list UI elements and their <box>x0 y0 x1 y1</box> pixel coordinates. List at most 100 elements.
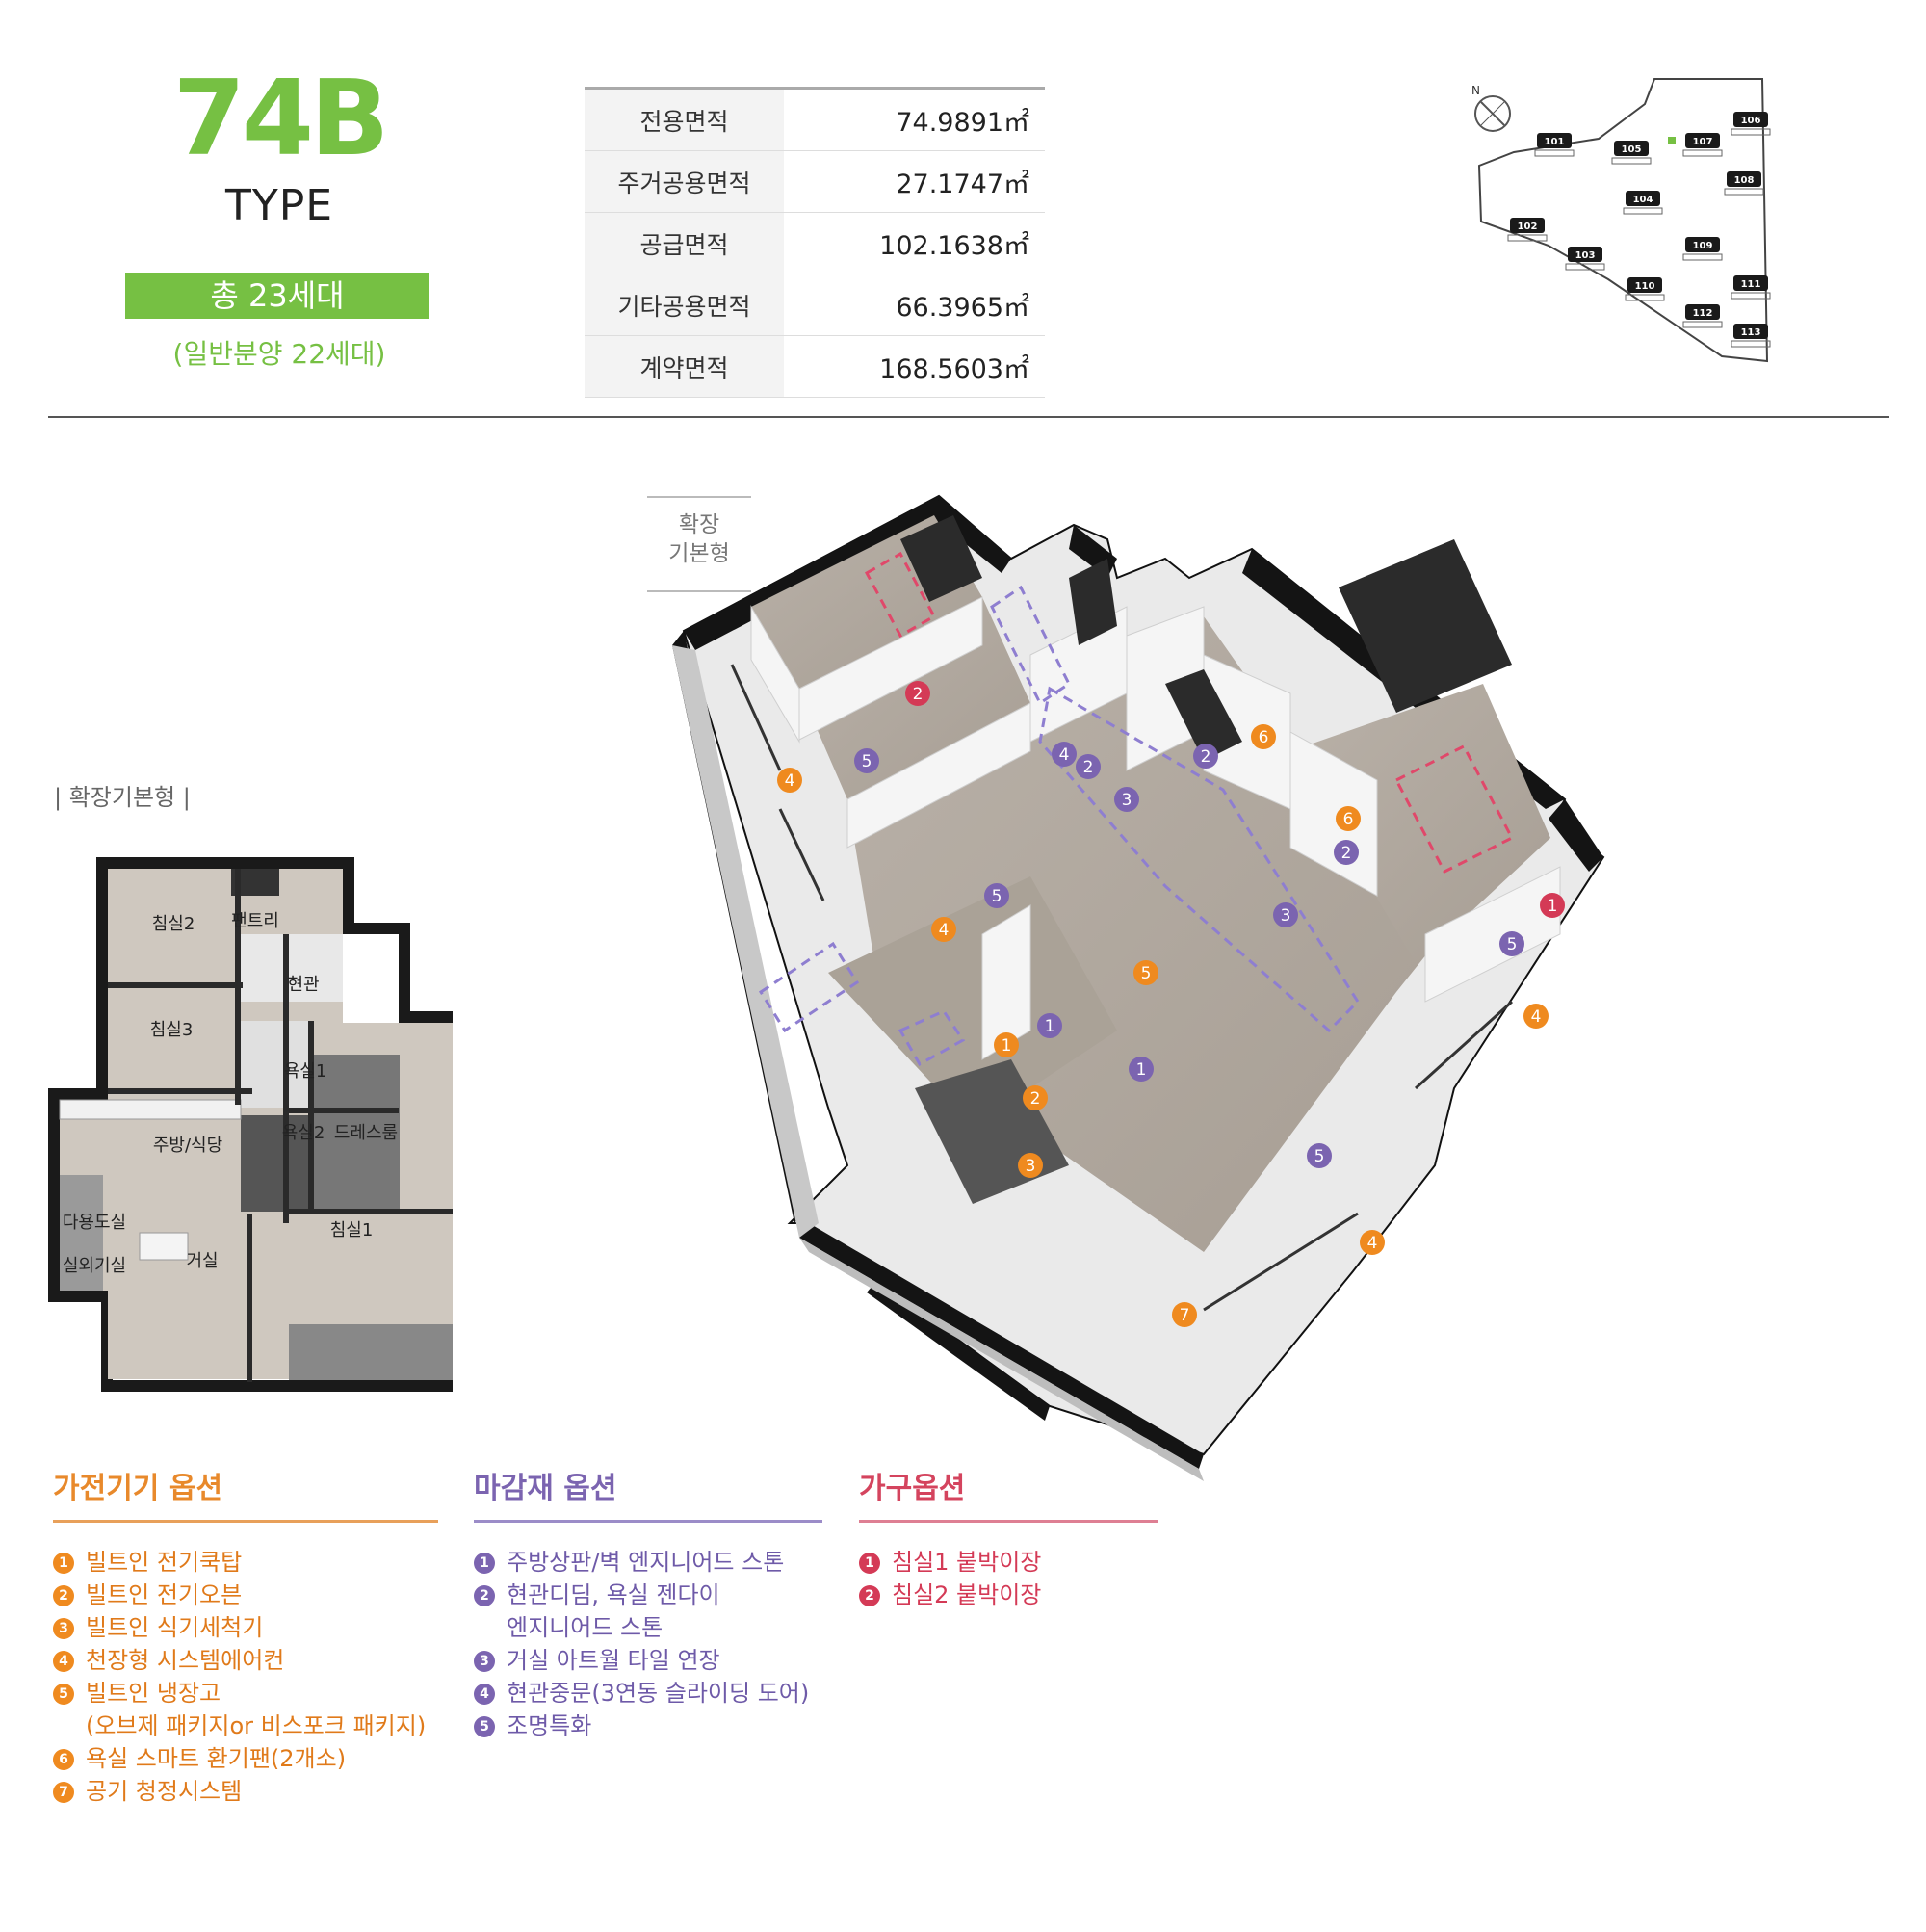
option-marker-number: 3 <box>1122 791 1132 810</box>
room-label: 침실3 <box>150 1020 194 1040</box>
site-building: 101 <box>1534 133 1575 157</box>
option-marker-number: 5 <box>992 887 1002 906</box>
room-label: 욕실1 <box>284 1061 327 1082</box>
site-building: 102 <box>1507 218 1548 242</box>
option-marker-number: 3 <box>1281 906 1291 926</box>
option-text: 빌트인 냉장고 <box>86 1680 221 1707</box>
option-number-badge: 5 <box>474 1716 495 1737</box>
option-number-badge: 2 <box>53 1585 74 1606</box>
type-code: 74B <box>172 59 390 179</box>
option-subtext: 엔지니어드 스톤 <box>507 1614 664 1641</box>
option-marker-number: 7 <box>1180 1306 1190 1325</box>
compass-icon: N <box>1471 84 1511 132</box>
iso-tag-text: 확장 기본형 <box>647 510 751 568</box>
option-text: 욕실 스마트 환기팬(2개소) <box>86 1745 347 1772</box>
site-building: 106 <box>1731 112 1771 136</box>
option-marker-number: 3 <box>1026 1157 1036 1176</box>
section-divider <box>48 416 1889 418</box>
list-item: 3 빌트인 식기세척기 <box>53 1611 438 1644</box>
site-building: 111 <box>1731 275 1771 300</box>
option-subtext: (오브제 패키지or 비스포크 패키지) <box>86 1712 427 1739</box>
option-marker-appliance: 6 <box>1336 806 1361 831</box>
list-item: 2 빌트인 전기오븐 <box>53 1579 438 1611</box>
area-value: 66.3965㎡ <box>784 274 1045 336</box>
option-number-badge: 3 <box>474 1651 495 1672</box>
option-text: 빌트인 식기세척기 <box>86 1614 264 1641</box>
option-number-badge: 1 <box>53 1553 74 1574</box>
list-item: 1 빌트인 전기쿡탑 <box>53 1546 438 1579</box>
option-marker-appliance: 4 <box>931 917 956 942</box>
plan-walls <box>48 857 453 1392</box>
list-item: 1 침실1 붙박이장 <box>859 1546 1158 1579</box>
option-text: 빌트인 전기오븐 <box>86 1581 243 1608</box>
option-marker-finish: 2 <box>1193 744 1218 769</box>
appliance-options-title: 가전기기 옵션 <box>53 1472 223 1505</box>
iso-tag-frame <box>647 496 751 592</box>
north-label: N <box>1471 84 1480 97</box>
site-building-label: 111 <box>1741 279 1761 290</box>
option-marker-finish: 1 <box>1129 1057 1154 1082</box>
site-building: 104 <box>1623 191 1663 215</box>
option-marker-finish: 2 <box>1076 754 1101 779</box>
option-text: 침실1 붙박이장 <box>892 1549 1042 1576</box>
option-marker-appliance: 4 <box>777 768 802 793</box>
option-marker-finish: 4 <box>1052 742 1077 767</box>
option-marker-number: 4 <box>939 921 950 940</box>
appliance-options-rule <box>53 1520 438 1523</box>
option-marker-number: 1 <box>1548 897 1558 916</box>
option-marker-appliance: 4 <box>1360 1230 1385 1255</box>
site-building-label: 101 <box>1545 137 1565 147</box>
option-marker-number: 4 <box>1059 745 1070 765</box>
option-marker-appliance: 6 <box>1251 724 1276 749</box>
option-marker-number: 6 <box>1259 728 1269 747</box>
option-number-badge: 7 <box>53 1782 74 1803</box>
site-building-label: 109 <box>1693 241 1713 251</box>
option-number-badge: 2 <box>859 1585 880 1606</box>
area-value: 102.1638㎡ <box>784 212 1045 274</box>
option-marker-finish: 3 <box>1114 787 1139 812</box>
option-marker-finish: 5 <box>1499 931 1524 956</box>
option-marker-number: 6 <box>1343 810 1354 829</box>
option-number-badge: 2 <box>474 1585 495 1606</box>
option-text: 거실 아트월 타일 연장 <box>507 1647 720 1674</box>
furniture-options-title: 가구옵션 <box>859 1472 966 1505</box>
site-building-label: 108 <box>1734 175 1755 186</box>
area-label: 계약면적 <box>585 335 784 398</box>
option-marker-number: 1 <box>1045 1017 1055 1036</box>
room-label: 욕실2 <box>282 1123 325 1143</box>
option-number-badge: 3 <box>53 1618 74 1639</box>
room-label: 주방/식당 <box>153 1136 222 1156</box>
option-text: 현관중문(3연동 슬라이딩 도어) <box>507 1680 810 1707</box>
option-marker-appliance: 7 <box>1172 1302 1197 1327</box>
option-marker-number: 5 <box>1507 935 1518 954</box>
option-text: 조명특화 <box>507 1712 592 1739</box>
room-label: 현관 <box>287 975 319 995</box>
option-text: 천장형 시스템에어컨 <box>86 1647 285 1674</box>
option-marker-number: 2 <box>1201 747 1211 767</box>
option-marker-appliance: 5 <box>1133 960 1158 985</box>
option-text: 빌트인 전기쿡탑 <box>86 1549 243 1576</box>
option-number-badge: 1 <box>859 1553 880 1574</box>
site-building-label: 110 <box>1635 281 1655 292</box>
plan-caption: | 확장기본형 | <box>54 784 191 811</box>
site-building: 108 <box>1724 171 1764 196</box>
option-marker-number: 4 <box>1367 1234 1378 1253</box>
